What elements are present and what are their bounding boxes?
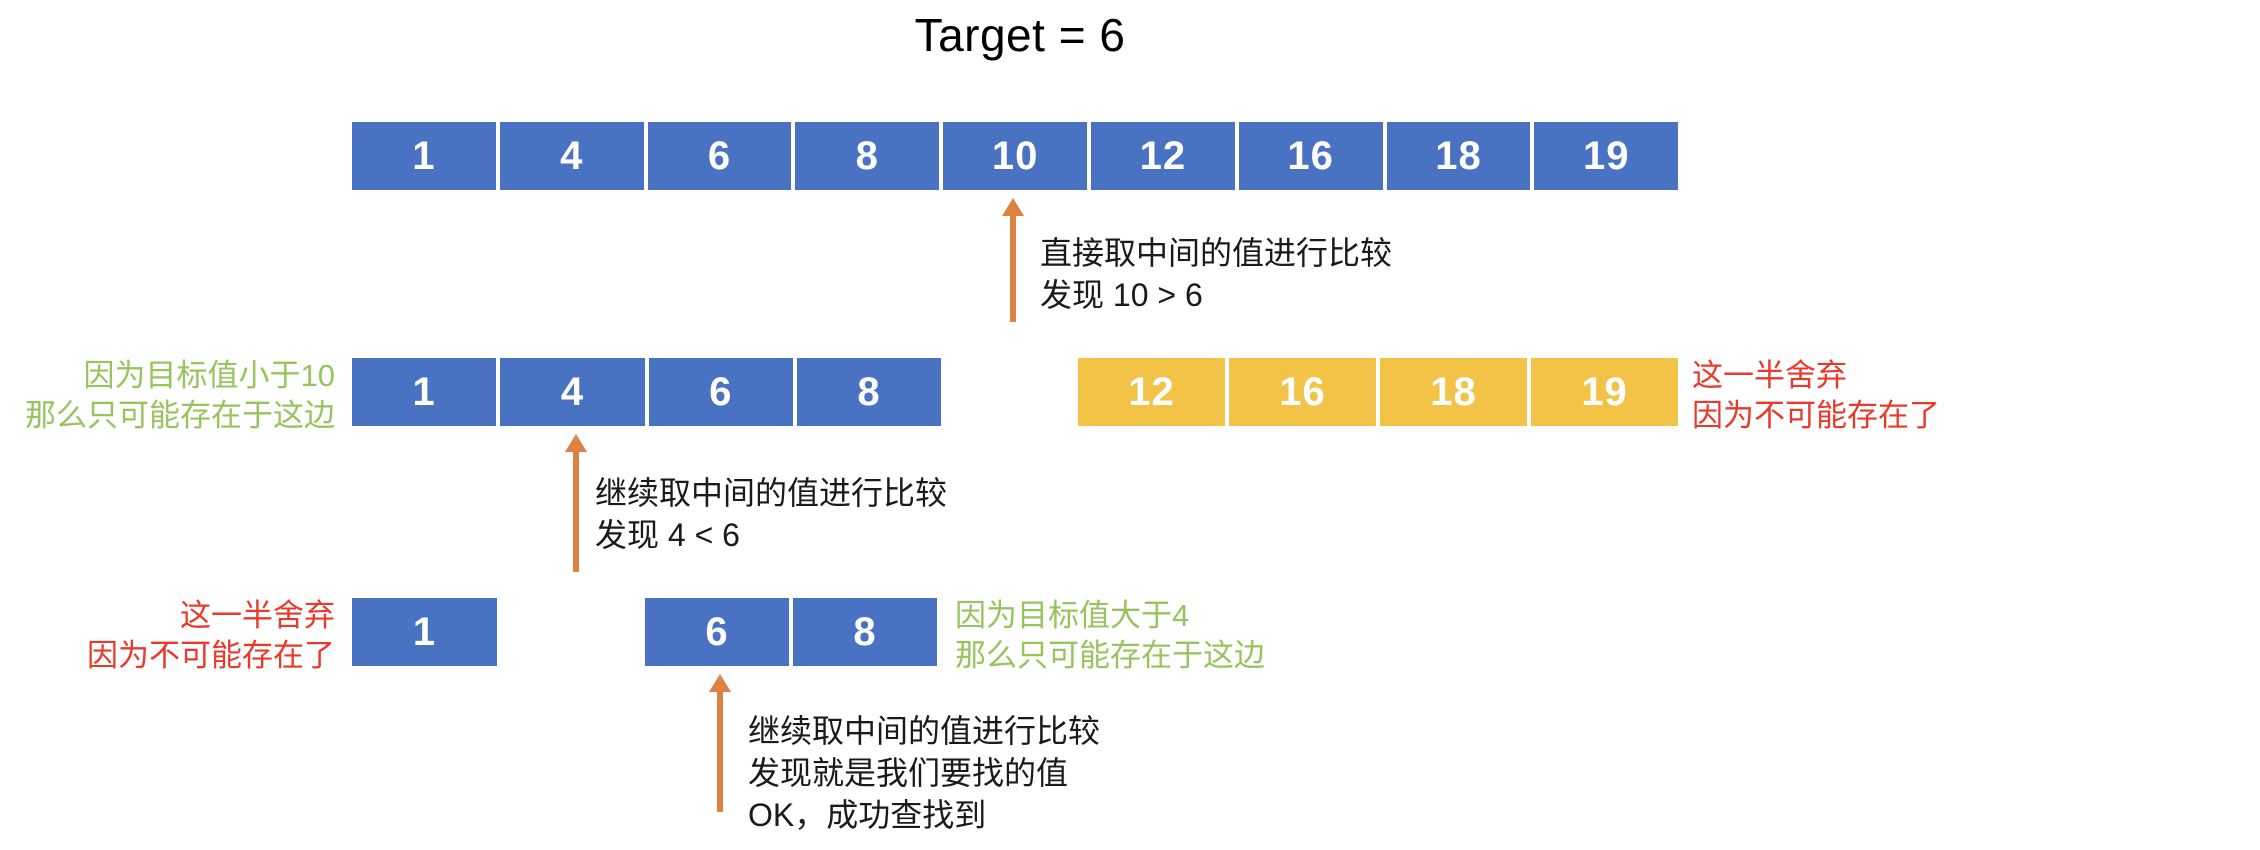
label-keep-right-quarter: 因为目标值大于4 那么只可能存在于这边	[955, 596, 1265, 676]
array-cell-mid: 10	[943, 122, 1087, 190]
array-cell: 4	[499, 122, 644, 190]
array-row-discarded-half-1: 12 16 18 19	[1078, 358, 1678, 426]
label-line: 那么只可能存在于这边	[955, 638, 1265, 673]
array-row-kept-half-1: 1 4 6 8	[352, 358, 942, 426]
annotation-line: 发现 4 < 6	[595, 517, 740, 553]
array-cell: 19	[1534, 122, 1679, 190]
page-title: Target = 6	[914, 9, 1126, 61]
annotation-line: 继续取中间的值进行比较	[595, 475, 948, 511]
array-cell: 6	[647, 122, 792, 190]
label-keep-left-half: 因为目标值小于10 那么只可能存在于这边	[0, 356, 335, 436]
label-line: 这一半舍弃	[180, 598, 335, 633]
array-row-kept-half-2: 6 8	[645, 598, 937, 666]
pointer-arrow-up-icon	[565, 434, 587, 572]
label-line: 因为不可能存在了	[87, 638, 335, 673]
array-cell: 16	[1238, 122, 1383, 190]
annotation-step2: 继续取中间的值进行比较 发现 4 < 6	[595, 472, 947, 556]
label-line: 因为目标值小于10	[83, 358, 335, 393]
label-line: 因为目标值大于4	[955, 598, 1190, 633]
pointer-arrow-up-icon	[709, 674, 731, 812]
array-cell-mid: 4	[500, 358, 645, 426]
array-cell: 8	[795, 122, 940, 190]
annotation-line: OK，成功查找到	[748, 797, 987, 833]
array-row-discarded-half-2: 1	[352, 598, 497, 666]
array-cell-mid: 6	[645, 598, 789, 666]
array-cell-discarded: 19	[1531, 358, 1678, 426]
array-cell: 1	[352, 598, 497, 666]
array-cell-discarded: 18	[1380, 358, 1527, 426]
array-cell: 6	[648, 358, 793, 426]
label-line: 这一半舍弃	[1692, 358, 1847, 393]
array-cell-discarded: 12	[1078, 358, 1225, 426]
annotation-line: 直接取中间的值进行比较	[1040, 235, 1393, 271]
annotation-line: 继续取中间的值进行比较	[748, 713, 1101, 749]
array-row-initial: 1 4 6 8 10 12 16 18 19	[352, 122, 1679, 190]
array-cell: 18	[1386, 122, 1531, 190]
array-cell: 1	[352, 122, 496, 190]
array-cell-discarded: 16	[1229, 358, 1376, 426]
pointer-arrow-up-icon	[1002, 198, 1024, 322]
label-line: 因为不可能存在了	[1692, 398, 1940, 433]
array-cell: 8	[796, 358, 942, 426]
array-cell: 12	[1090, 122, 1235, 190]
array-cell: 1	[352, 358, 497, 426]
array-cell: 8	[793, 598, 937, 666]
annotation-step1: 直接取中间的值进行比较 发现 10 > 6	[1040, 232, 1392, 316]
annotation-line: 发现 10 > 6	[1040, 277, 1203, 313]
label-discard-left-quarter: 这一半舍弃 因为不可能存在了	[0, 596, 335, 676]
annotation-line: 发现就是我们要找的值	[748, 755, 1069, 791]
label-discard-right-half: 这一半舍弃 因为不可能存在了	[1692, 356, 1940, 436]
annotation-step3: 继续取中间的值进行比较 发现就是我们要找的值 OK，成功查找到	[748, 710, 1100, 836]
label-line: 那么只可能存在于这边	[25, 398, 335, 433]
